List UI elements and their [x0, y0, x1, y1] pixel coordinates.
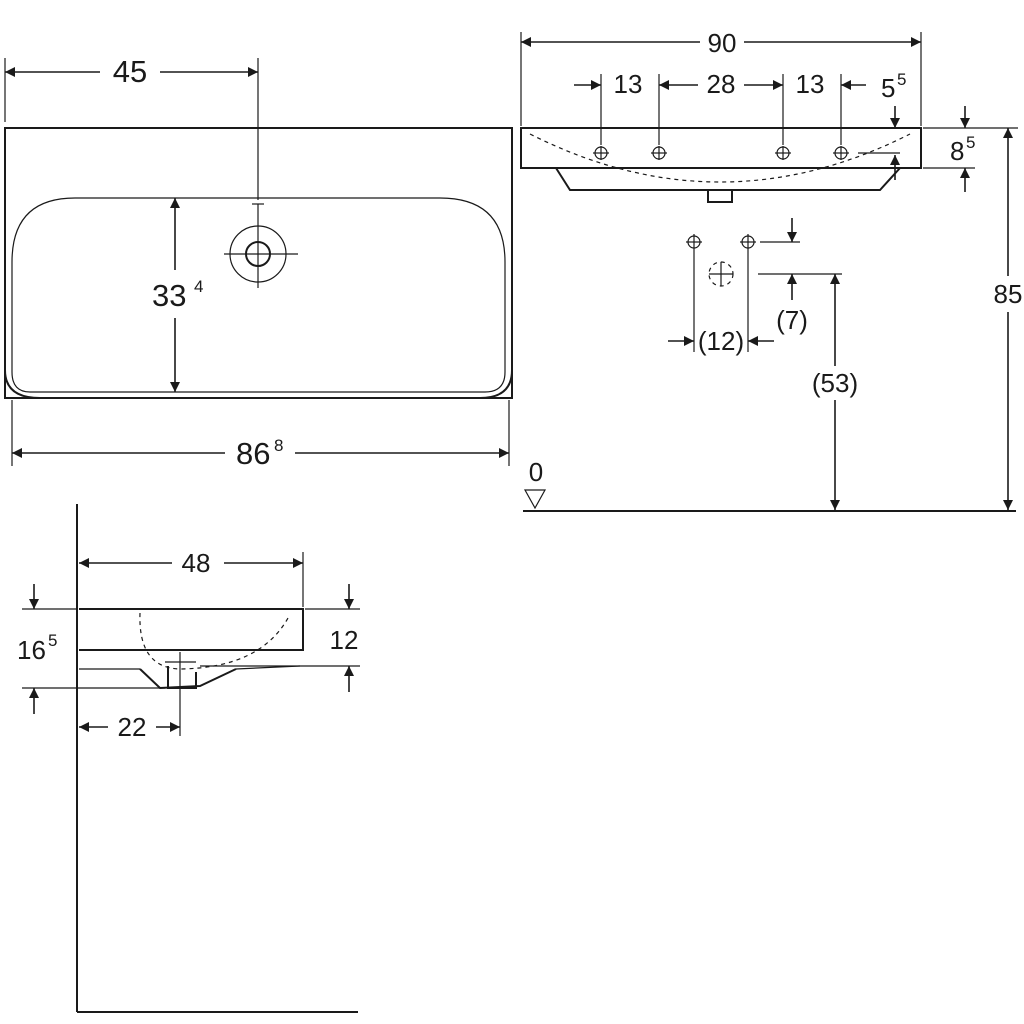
- dim-33-label: 33: [152, 278, 186, 313]
- dim-8-sup: 5: [966, 133, 975, 152]
- basin-bowl-top: [11, 197, 506, 393]
- dim-86-sup: 8: [274, 436, 283, 455]
- top-view: 45 33 4 86 8: [4, 54, 513, 471]
- supply-point-marks: [686, 234, 756, 287]
- basin-front-body: [520, 127, 922, 169]
- dim-22-label: 22: [118, 712, 147, 742]
- dim-8-label: 8: [950, 136, 964, 166]
- dim-12-paren-label: (12): [698, 326, 744, 356]
- floor-zero-label: 0: [529, 457, 543, 487]
- tap-hole-marks-front: [593, 146, 849, 160]
- floor-level-symbol: [523, 489, 547, 510]
- drain-outlet-side: [167, 666, 197, 689]
- dim-45-label: 45: [113, 54, 147, 89]
- dim-5-label: 5: [881, 73, 895, 103]
- dim-28-label: 28: [707, 69, 736, 99]
- dim-5-sup: 5: [897, 70, 906, 89]
- dim-53-paren-label: (53): [812, 368, 858, 398]
- dim-13-left-label: 13: [614, 69, 643, 99]
- dim-12-label: 12: [330, 625, 359, 655]
- side-view: 48 16 5 12 22: [17, 504, 360, 1013]
- dim-16-label: 16: [17, 635, 46, 665]
- dim-33-sup: 4: [194, 277, 203, 296]
- dim-16-sup: 5: [48, 631, 57, 650]
- dim-7-paren-label: (7): [776, 305, 808, 335]
- tap-hole-symbol: [224, 203, 298, 288]
- drain-outlet-front: [707, 190, 733, 203]
- dim-86-label: 86: [236, 436, 270, 471]
- dim-13-right-label: 13: [796, 69, 825, 99]
- front-view: 90 13 28 13 5 5 8 5 85: [520, 28, 1023, 512]
- dim-48-label: 48: [182, 548, 211, 578]
- basin-side-body: [79, 608, 304, 651]
- dim-90-label: 90: [708, 28, 737, 58]
- dim-85-label: 85: [994, 279, 1023, 309]
